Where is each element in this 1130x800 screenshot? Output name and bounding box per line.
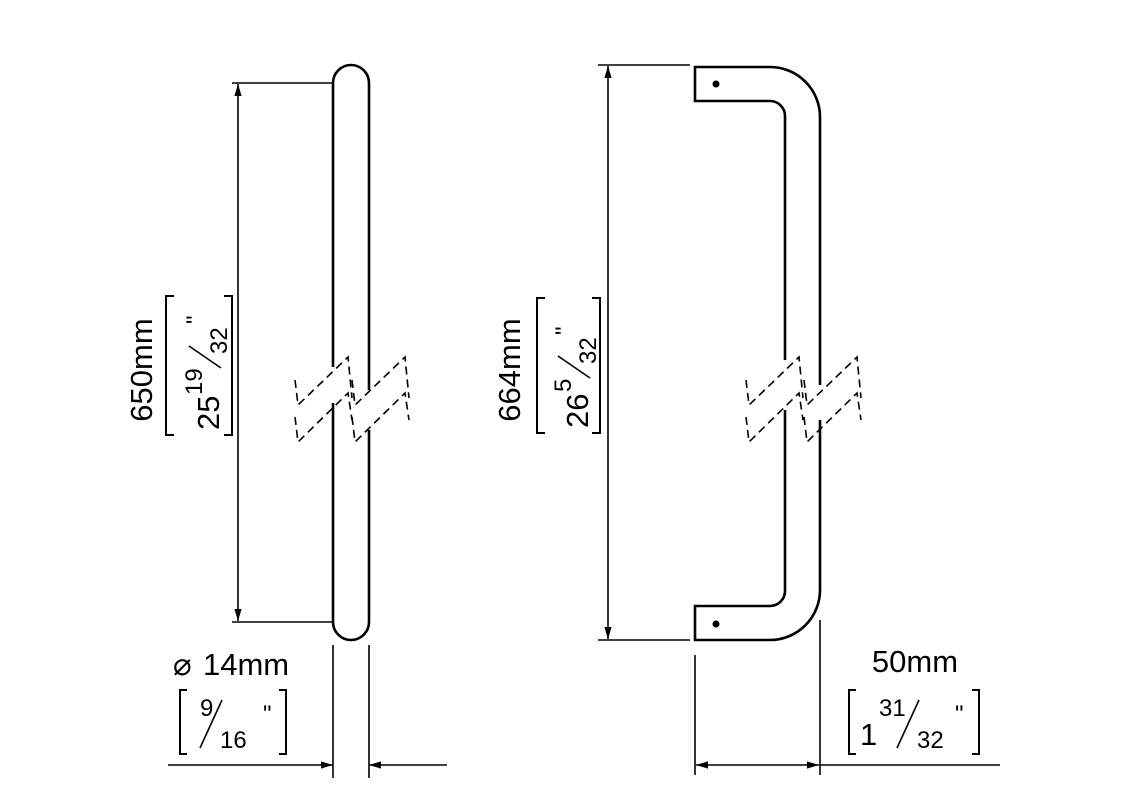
inch-mark: "	[955, 701, 964, 728]
denominator: 32	[917, 727, 944, 754]
whole-part: 1	[860, 717, 877, 752]
inch-mark: "	[263, 701, 272, 728]
inch-mark: "	[182, 315, 209, 324]
numerator: 9	[200, 695, 213, 722]
imperial-length-label: 25 19 32 "	[181, 315, 233, 430]
break-symbol	[294, 355, 410, 444]
imperial-bracket	[536, 297, 601, 434]
depth-metric: 50mm	[872, 644, 958, 679]
inch-mark: "	[551, 326, 578, 335]
metric-length: 664mm	[492, 318, 527, 421]
whole-part: 26	[560, 394, 595, 428]
imperial-bracket	[165, 295, 233, 436]
u-handle-view: 664mm 26 5 32 " 50mm 1 31 32 "	[492, 64, 1000, 775]
imperial-length-label: 26 5 32 "	[550, 326, 602, 428]
straight-rod	[331, 63, 371, 642]
imperial-bracket	[848, 689, 980, 755]
imperial-bracket	[179, 689, 287, 755]
diameter-metric: 14mm	[203, 647, 289, 682]
numerator: 19	[181, 368, 208, 395]
whole-part: 25	[191, 396, 226, 430]
break-symbol	[745, 355, 862, 444]
u-handle	[693, 65, 822, 642]
denominator: 32	[206, 327, 233, 354]
numerator: 31	[879, 695, 906, 722]
length-label-664: 664mm	[492, 318, 527, 421]
metric-length: 650mm	[124, 318, 159, 421]
mounting-hole	[712, 80, 720, 88]
denominator: 32	[575, 337, 602, 364]
mounting-hole	[712, 620, 720, 628]
numerator: 5	[550, 379, 577, 392]
diameter-symbol: ⌀	[173, 647, 192, 682]
denominator: 16	[220, 727, 247, 754]
straight-rod-view: 650mm 25 19 32 " ⌀ 14mm 9 16 "	[124, 63, 447, 778]
length-label-650: 650mm	[124, 318, 159, 421]
